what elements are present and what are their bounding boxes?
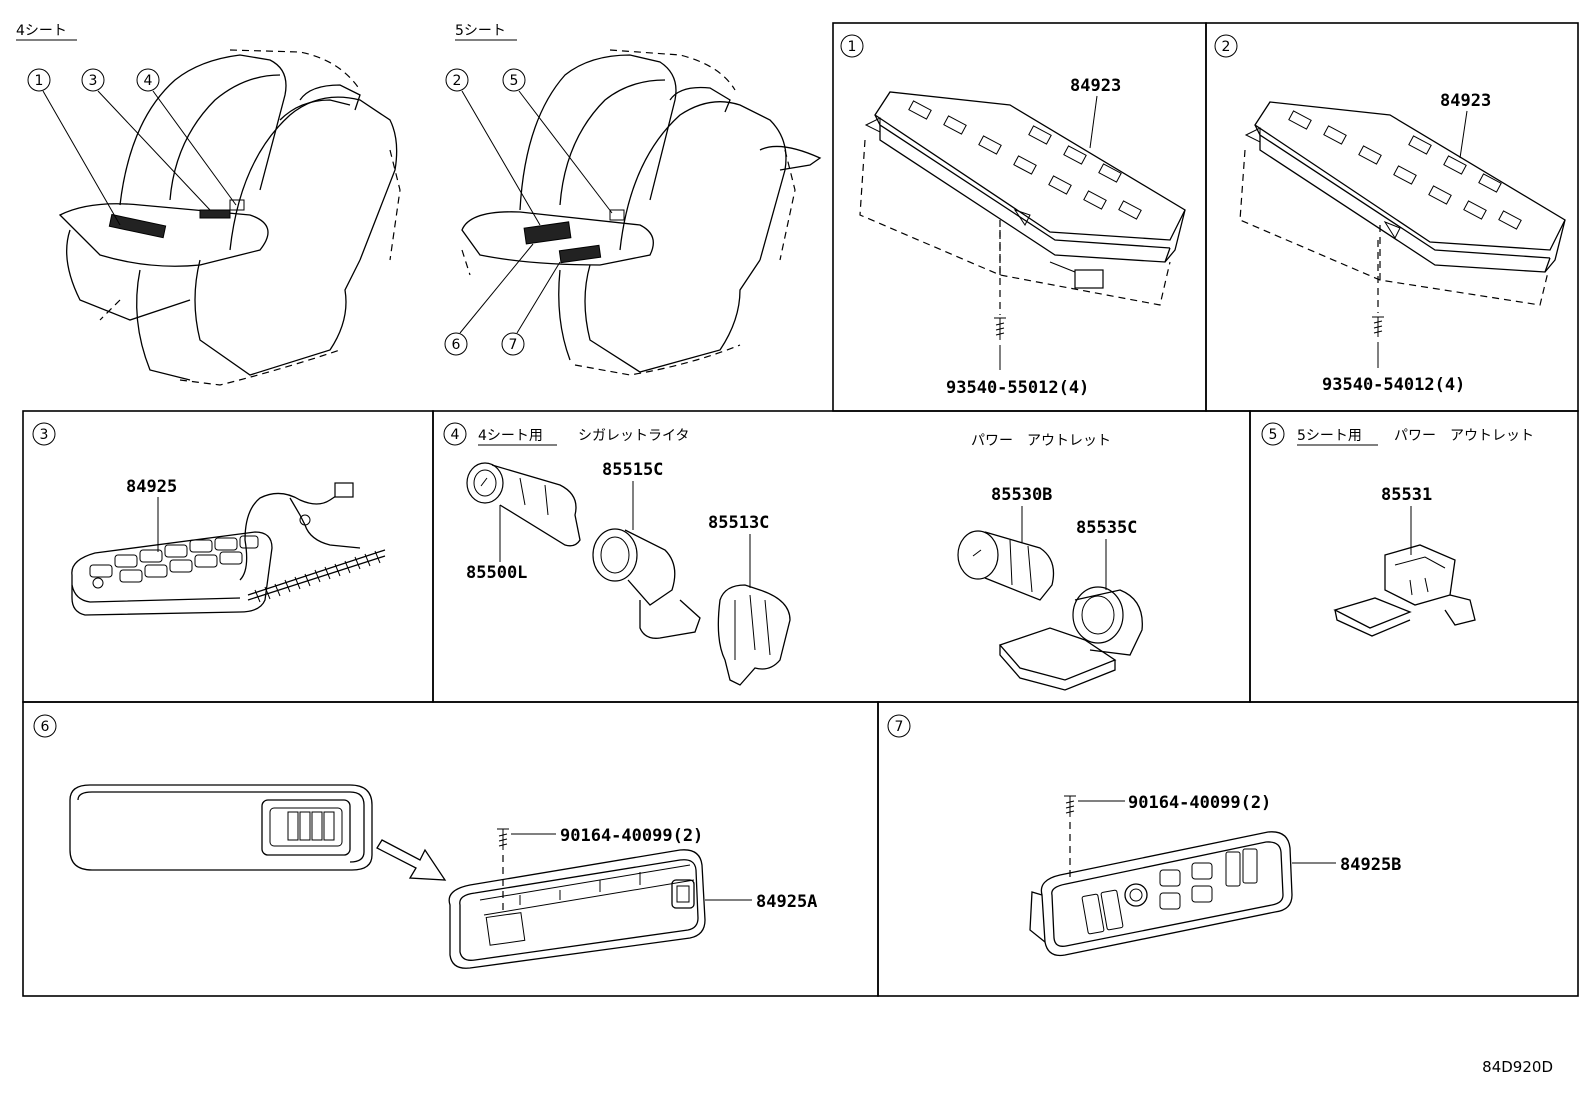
part-84925B: 84925B [1340, 855, 1401, 875]
screw-icon [1064, 795, 1076, 817]
remote-84925-illustration [71, 482, 386, 616]
diagram-code: 84D920D [1482, 1058, 1553, 1076]
panel-3: 3 84925 [32, 422, 386, 616]
power-outlet-title: パワー アウトレット [971, 433, 1111, 449]
part-84925A: 84925A [756, 892, 817, 912]
outlet-85530B-illustration [957, 530, 1055, 601]
callout-3: 3 [89, 73, 98, 89]
socket-85515C-illustration [592, 528, 701, 639]
part-85515C: 85515C [602, 460, 663, 480]
part-85535C: 85535C [1076, 518, 1137, 538]
panel-frames [22, 22, 1579, 997]
switch-assembly-84923-b [1239, 101, 1566, 306]
seat5-title: 5シート [455, 23, 506, 39]
part-85530B: 85530B [991, 485, 1052, 505]
callout-5: 5 [510, 73, 519, 89]
panel-6-number: 6 [41, 719, 50, 735]
switch-84925A-illustration [448, 849, 706, 969]
panel-5-number: 5 [1269, 427, 1278, 443]
panel-6: 6 901 [33, 714, 817, 969]
callout-6: 6 [452, 337, 461, 353]
part-93540-55012: 93540-55012(4) [946, 378, 1089, 398]
overview-4seat: 4シート 1 3 [16, 23, 401, 386]
part-85500L: 85500L [466, 563, 527, 583]
part-90164-40099-a: 90164-40099(2) [560, 826, 703, 846]
armrest-illustration [69, 784, 373, 871]
panel-4: 4 4シート用 シガレットライタ パワー アウトレット 85500L 85515… [443, 422, 1143, 691]
panel-1-number: 1 [848, 39, 857, 55]
switch-84925B-illustration [1029, 831, 1293, 957]
screw-icon [497, 828, 509, 850]
panel-3-number: 3 [40, 427, 49, 443]
screw-icon [1372, 316, 1384, 337]
part-93540-54012: 93540-54012(4) [1322, 375, 1465, 395]
panel-5: 5 5シート用 パワー アウトレット 85531 [1261, 422, 1534, 637]
callout-4: 4 [144, 73, 153, 89]
panel-4-number: 4 [451, 427, 460, 443]
overview-5seat: 5シート 2 5 6 [444, 23, 822, 376]
part-84923-b: 84923 [1440, 91, 1491, 111]
part-85531: 85531 [1381, 485, 1432, 505]
part-85513C: 85513C [708, 513, 769, 533]
panel-5-title: パワー アウトレット [1394, 428, 1534, 444]
panel-7: 7 90164-40099(2) 84925B [887, 714, 1401, 957]
panel-7-number: 7 [895, 719, 904, 735]
switch-assembly-84923-a [859, 91, 1186, 306]
panel-2: 2 84923 [1214, 34, 1566, 395]
part-90164-40099-b: 90164-40099(2) [1128, 793, 1271, 813]
screw-icon [994, 317, 1006, 340]
lighter-85500L-illustration [466, 462, 581, 547]
lighter-title: シガレットライタ [578, 428, 689, 444]
part-84925: 84925 [126, 477, 177, 497]
seat5-illustration [461, 49, 822, 376]
seat5-callouts: 2 5 6 7 [444, 68, 613, 356]
frame-panel-7 [877, 701, 1579, 997]
seat4-illustration [58, 49, 401, 386]
frame-panel-4 [432, 410, 1251, 703]
panel-5-usage: 5シート用 [1297, 428, 1362, 444]
callout-7: 7 [509, 337, 518, 353]
panel-4-usage: 4シート用 [478, 428, 543, 444]
seat4-title: 4シート [16, 23, 67, 39]
outlet-85535C-illustration [998, 586, 1143, 691]
panel-2-number: 2 [1222, 39, 1231, 55]
outlet-85531-illustration [1333, 544, 1476, 637]
panel-1: 1 84923 [840, 34, 1186, 398]
frame-panel-5 [1249, 410, 1579, 703]
callout-2: 2 [453, 73, 462, 89]
bracket-85513C-illustration [717, 584, 791, 686]
part-84923-a: 84923 [1070, 76, 1121, 96]
callout-1: 1 [35, 73, 44, 89]
arrow-icon [376, 839, 447, 881]
seat4-callouts: 1 3 4 [27, 68, 237, 226]
